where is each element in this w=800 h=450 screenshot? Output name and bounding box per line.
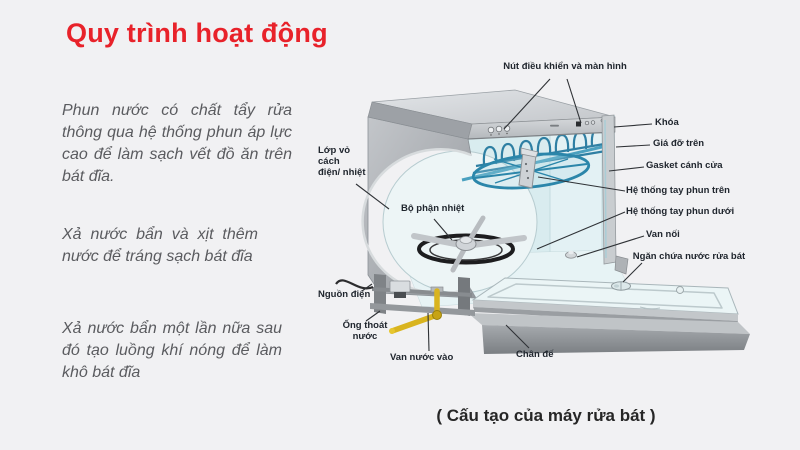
rinse-aid-cap <box>676 286 684 294</box>
process-step-2: Xả nước bẩn và xịt thêm nước để tráng sạ… <box>62 226 258 265</box>
label-upper-rack: Giá đỡ trên <box>653 138 705 149</box>
upper-spray-arm <box>471 147 591 190</box>
process-step-3: Xả nước bẩn một lần nữa sau đó tạo luồng… <box>62 320 282 381</box>
label-connector-valve: Van nối <box>646 229 680 240</box>
support-frame <box>370 274 475 316</box>
label-lower-spray-arm: Hệ thống tay phun dưới <box>626 206 735 217</box>
door-hinge <box>614 255 629 275</box>
connector-valve-knob <box>565 250 577 259</box>
dishwasher-diagram: Nút điều khiển và màn hình Khóa Giá đỡ t… <box>310 60 770 405</box>
label-drain-pipe: Ống thoát nước <box>342 320 388 342</box>
page-title: Quy trình hoạt động <box>66 18 328 48</box>
display-screen <box>576 121 581 127</box>
base-plinth <box>468 313 750 354</box>
label-controls-display: Nút điều khiển và màn hình <box>503 61 627 72</box>
drain-hose <box>389 286 444 334</box>
power-cord <box>335 279 374 290</box>
process-step-1: Phun nước có chất tẩy rửa thông qua hệ t… <box>62 102 292 185</box>
label-lock: Khóa <box>655 117 679 128</box>
open-door <box>471 277 739 326</box>
label-power-source: Nguồn điện <box>318 289 371 300</box>
detergent-dispenser <box>611 281 631 291</box>
label-water-inlet-valve: Van nước vào <box>390 352 454 363</box>
label-insulation-shell: Lớp vỏ cách điện/ nhiệt <box>318 145 366 178</box>
label-base-stand: Chân đế <box>516 349 554 360</box>
dishwasher-illustration <box>335 78 750 354</box>
label-upper-spray-arm: Hệ thống tay phun trên <box>626 185 730 196</box>
callout-lines <box>355 78 653 352</box>
diagram-caption: ( Cấu tạo của máy rửa bát ) <box>436 406 656 425</box>
label-detergent-compartment: Ngăn chứa nước rửa bát <box>632 251 746 262</box>
lower-spray-arm <box>411 215 527 273</box>
label-heating-element: Bộ phận nhiệt <box>401 203 465 214</box>
label-door-gasket: Gasket cánh cửa <box>646 160 723 171</box>
